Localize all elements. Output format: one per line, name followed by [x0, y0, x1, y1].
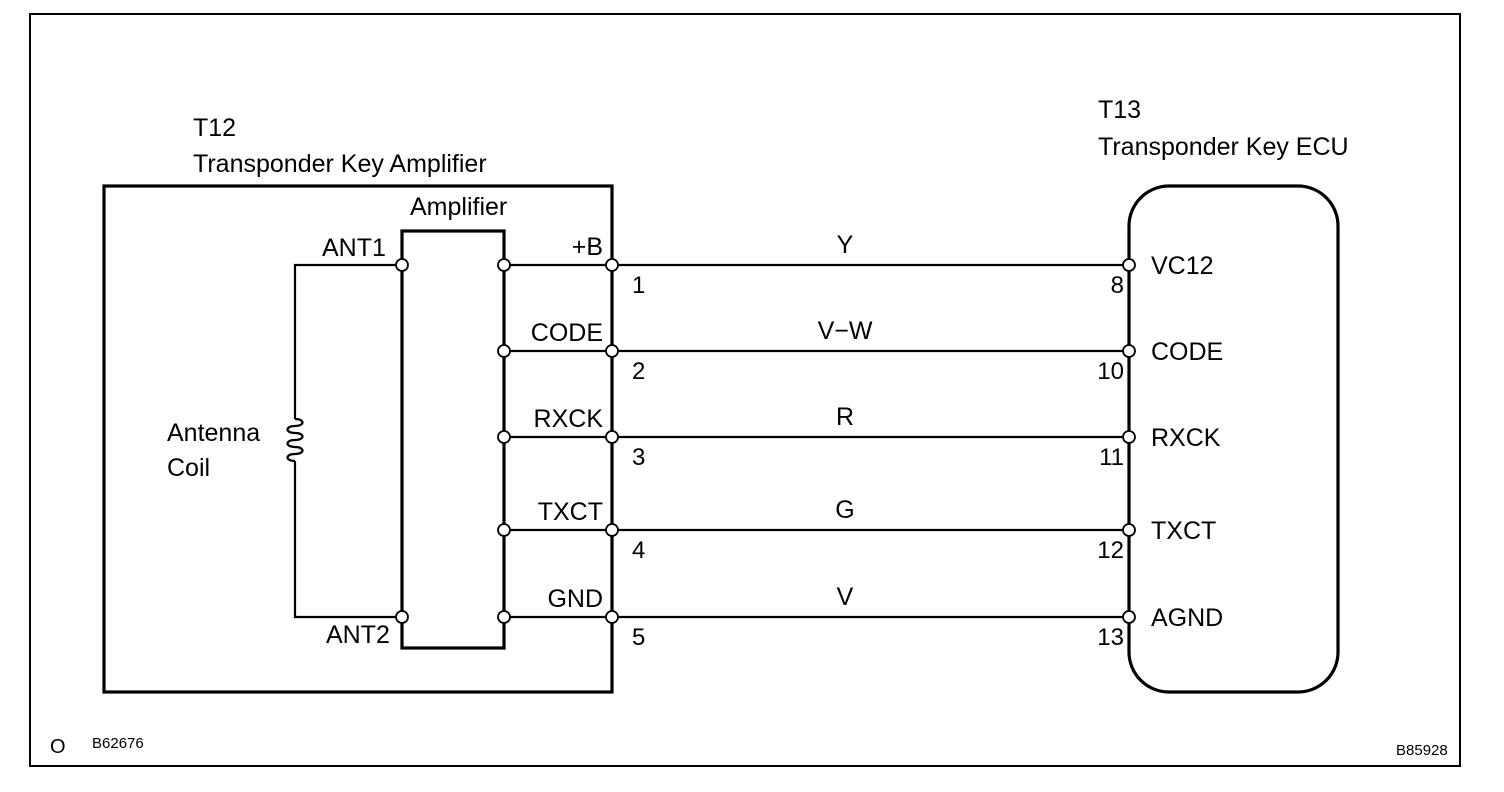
amplifier-inner-terminal: [497, 430, 511, 444]
ecu-pin-number: 8: [1111, 272, 1124, 299]
amplifier-pin-number: 3: [632, 444, 645, 471]
amplifier-inner-terminal: [497, 610, 511, 624]
antenna-label-line1: Antenna: [167, 419, 260, 447]
wire-color-code: R: [836, 403, 854, 431]
ecu-id: T13: [1098, 96, 1141, 124]
ecu-pin-number: 10: [1097, 358, 1124, 385]
footer-right-code: B85928: [1396, 742, 1448, 759]
amplifier-pin-number: 1: [632, 272, 645, 299]
amplifier-inner-terminal: [497, 258, 511, 272]
antenna-wire-bottom: [293, 461, 402, 619]
ecu-name: Transponder Key ECU: [1098, 133, 1349, 161]
ecu-terminal-name: VC12: [1151, 252, 1214, 280]
amplifier-pin-number: 4: [632, 537, 645, 564]
ant1-terminal: [395, 258, 409, 272]
ant1-label: ANT1: [322, 234, 386, 262]
footer-left-code: B62676: [92, 735, 144, 752]
wire-color-code: G: [835, 496, 854, 524]
amplifier-id: T12: [193, 114, 236, 142]
ecu-connector-terminal: [1122, 258, 1136, 272]
ant2-terminal: [395, 610, 409, 624]
amplifier-connector-terminal: [605, 258, 619, 272]
footer-left-mark: O: [50, 736, 66, 758]
antenna-coil-symbol: [286, 417, 304, 463]
amplifier-connector-terminal: [605, 430, 619, 444]
amplifier-pin-number: 5: [632, 624, 645, 651]
ecu-connector-terminal: [1122, 610, 1136, 624]
wire-color-code: V−W: [818, 317, 873, 345]
ecu-pin-number: 11: [1099, 444, 1124, 471]
amplifier-name: Transponder Key Amplifier: [193, 150, 487, 178]
antenna-wire-top: [293, 263, 402, 419]
ant2-label: ANT2: [326, 621, 390, 649]
ecu-pin-number: 13: [1097, 624, 1124, 651]
amplifier-connector-terminal: [605, 610, 619, 624]
diagram-frame: [29, 13, 1461, 767]
amplifier-inner-terminal: [497, 344, 511, 358]
amplifier-terminal-name: RXCK: [534, 405, 604, 433]
amplifier-connector-terminal: [605, 523, 619, 537]
amplifier-terminal-name: CODE: [531, 319, 603, 347]
amplifier-terminal-name: TXCT: [538, 498, 603, 526]
ecu-terminal-name: CODE: [1151, 338, 1223, 366]
amplifier-connector-terminal: [605, 344, 619, 358]
wire-color-code: Y: [837, 231, 854, 259]
ecu-terminal-name: TXCT: [1151, 517, 1216, 545]
amplifier-pin-number: 2: [632, 358, 645, 385]
ecu-pin-number: 12: [1097, 537, 1124, 564]
amplifier-block: [400, 229, 506, 650]
ecu-terminal-name: RXCK: [1151, 424, 1221, 452]
amplifier-inner-terminal: [497, 523, 511, 537]
ecu-connector-terminal: [1122, 430, 1136, 444]
ecu-connector-terminal: [1122, 523, 1136, 537]
wire-color-code: V: [837, 583, 854, 611]
amplifier-terminal-name: GND: [547, 585, 603, 613]
antenna-label-line2: Coil: [167, 454, 210, 482]
amplifier-block-label: Amplifier: [410, 193, 507, 221]
ecu-connector-terminal: [1122, 344, 1136, 358]
amplifier-terminal-name: +B: [572, 233, 603, 261]
ecu-terminal-name: AGND: [1151, 604, 1223, 632]
